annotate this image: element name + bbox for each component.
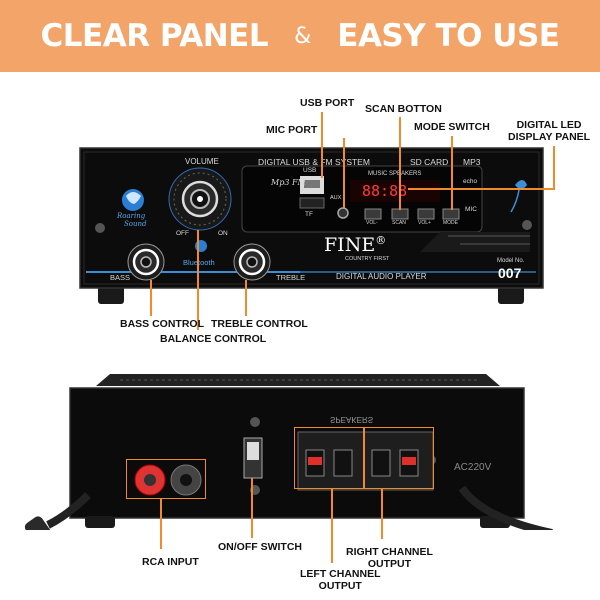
- right-channel-label: RIGHT CHANNEL OUTPUT: [346, 546, 433, 570]
- scan-button-label: SCAN BOTTON: [365, 103, 442, 115]
- front-panel-svg: [79, 147, 544, 304]
- speakers-text: SPEAKERS: [330, 415, 374, 424]
- bass-control-label: BASS CONTROL: [120, 318, 204, 330]
- on-off-switch-label: ON/OFF SWITCH: [218, 541, 302, 553]
- mp3-text: MP3: [463, 157, 481, 167]
- right-channel-label-line1: RIGHT CHANNEL: [346, 546, 433, 558]
- brand-text-line1: Roaring: [117, 212, 146, 220]
- volume-text: VOLUME: [185, 157, 219, 166]
- mode-text: MODE: [443, 220, 458, 226]
- usb-port-callout-line: [321, 112, 323, 178]
- bass-callout-line: [150, 280, 152, 316]
- digital-audio-player-text: DIGITAL AUDIO PLAYER: [336, 272, 427, 281]
- fine-brand-text: FINE®: [324, 234, 386, 256]
- aux-text: AUX: [330, 195, 342, 201]
- balance-control-label: BALANCE CONTROL: [160, 333, 267, 345]
- usb-port-label: USB PORT: [300, 97, 355, 109]
- banner-left-text: CLEAR PANEL: [40, 18, 269, 54]
- scan-text: SCAN: [392, 220, 406, 226]
- balance-callout-line: [197, 230, 199, 330]
- echo-text: echo: [463, 178, 478, 185]
- banner-right-text: EASY TO USE: [337, 18, 560, 54]
- left-channel-label-line1: LEFT CHANNEL: [300, 568, 381, 580]
- music-speakers-text: MUSIC SPEAKERS: [368, 171, 422, 177]
- left-channel-callout-line: [331, 489, 333, 563]
- banner-ampersand: &: [294, 23, 312, 49]
- mode-switch-callout-line: [451, 136, 453, 210]
- rca-input-highlight: [126, 459, 206, 499]
- scan-button-callout-line: [399, 117, 401, 210]
- digital-led-label-line1: DIGITAL LED: [516, 119, 582, 131]
- left-channel-label: LEFT CHANNEL OUTPUT: [300, 568, 381, 592]
- usb-text: USB: [303, 167, 317, 174]
- led-panel-callout-line-v: [553, 146, 555, 190]
- voltage-text: AC220V: [454, 462, 492, 473]
- mic-text: MIC: [465, 206, 477, 213]
- left-channel-highlight: [294, 427, 364, 489]
- fine-reg-mark: ®: [375, 234, 387, 247]
- mode-switch-label: MODE SWITCH: [414, 121, 490, 133]
- sd-card-text: SD CARD: [410, 157, 449, 167]
- left-channel-label-line2: OUTPUT: [318, 580, 362, 592]
- vol-minus-text: VOL-: [366, 220, 378, 226]
- fine-brand-name: FINE: [324, 234, 376, 256]
- rca-input-label: RCA INPUT: [142, 556, 199, 568]
- model-number-text: 007: [498, 265, 522, 281]
- digital-led-label-line2: DISPLAY PANEL: [508, 131, 591, 143]
- front-header-text: DIGITAL USB & FM SYSTEM: [258, 157, 370, 167]
- model-label-text: Model No.: [497, 258, 525, 264]
- right-channel-callout-line: [381, 489, 383, 539]
- treble-text: TREBLE: [276, 273, 306, 282]
- mp3-fm-text: Mp3 FM: [271, 178, 306, 187]
- switch-callout-line: [251, 478, 253, 538]
- bass-text: BASS: [110, 273, 131, 282]
- brand-text-line2: Sound: [124, 220, 147, 228]
- on-text: ON: [218, 230, 228, 237]
- right-channel-highlight: [364, 427, 434, 489]
- tagline-text: COUNTRY FIRST: [345, 256, 390, 262]
- mic-port-label: MIC PORT: [266, 124, 318, 136]
- front-amplifier-image: [79, 147, 544, 304]
- tf-text: TF: [305, 211, 313, 218]
- led-panel-callout-line-h: [408, 188, 555, 190]
- treble-control-label: TREBLE CONTROL: [211, 318, 308, 330]
- right-channel-label-line2: OUTPUT: [367, 558, 412, 570]
- rca-callout-line: [160, 499, 162, 549]
- mic-port-callout-line: [343, 138, 345, 208]
- off-text: OFF: [176, 230, 189, 237]
- treble-callout-line: [245, 280, 247, 316]
- led-display-text: 88:88: [362, 182, 408, 200]
- header-banner: CLEAR PANEL & EASY TO USE: [0, 0, 600, 72]
- vol-plus-text: VOL+: [418, 220, 431, 226]
- digital-led-label: DIGITAL LED DISPLAY PANEL: [508, 119, 590, 143]
